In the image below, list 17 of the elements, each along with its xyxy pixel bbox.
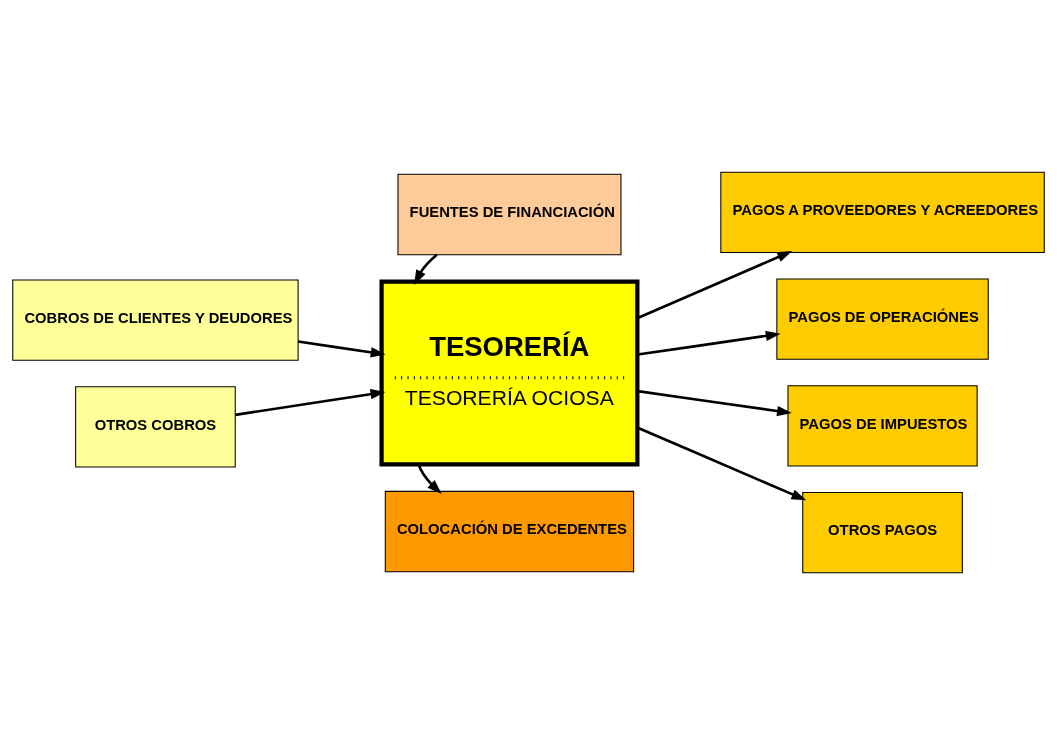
- arrow: [417, 463, 442, 494]
- node-box: OTROS PAGOS: [802, 491, 963, 573]
- node-box: COLOCACIÓN DE EXCEDENTES: [384, 490, 635, 572]
- node-box: OTROS COBROS: [75, 385, 236, 468]
- arrow: [637, 250, 793, 319]
- arrow: [297, 339, 386, 357]
- arrow: [637, 330, 781, 356]
- node-box: PAGOS DE OPERACIÓNES: [776, 277, 989, 360]
- arrow: [414, 253, 438, 285]
- node-box: PAGOS A PROVEEDORES Y ACREEDORES: [720, 171, 1045, 253]
- node-box: COBROS DE CLIENTES Y DEUDORES: [12, 279, 299, 361]
- arrow: [637, 426, 807, 500]
- arrow: [235, 388, 386, 416]
- node-box: TESORERÍA TESORERÍA OCIOSA: [379, 279, 640, 467]
- node-box: PAGOS DE IMPUESTOS: [787, 384, 978, 467]
- arrow: [637, 389, 792, 416]
- node-box: FUENTES DE FINANCIACIÓN: [397, 173, 622, 255]
